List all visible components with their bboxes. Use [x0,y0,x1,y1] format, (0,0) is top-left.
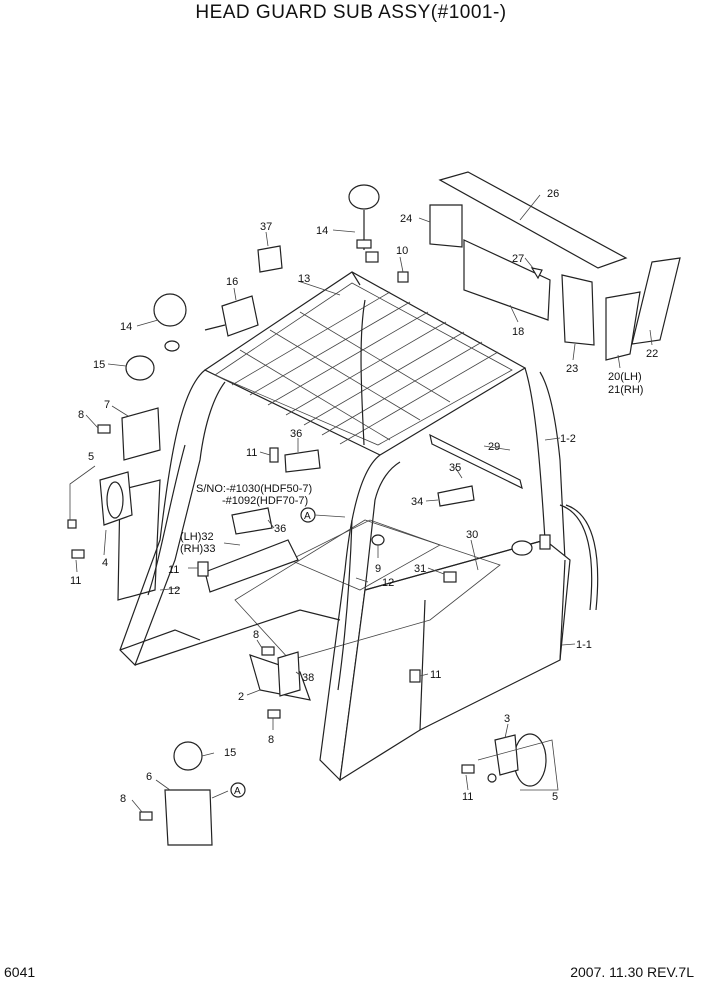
callout-38: 38 [302,672,314,684]
serial-note-line1: S/NO:-#1030(HDF50-7) [196,483,312,495]
callout-29: 29 [488,441,500,453]
parts-cluster-bottom [139,733,547,846]
callout-8-bottom: 8 [120,793,126,805]
reference-marker-a: A [300,507,346,523]
callout-27: 27 [512,253,524,265]
callout-14-top: 14 [316,225,328,237]
callout-20: 20(LH) [608,371,642,383]
revision-date: 2007. 11.30 REV.7L [570,964,694,980]
callout-11-left: 11 [70,575,81,587]
serial-note-line2: -#1092(HDF70-7) [222,495,308,507]
callout-2: 2 [238,691,244,703]
callout-7: 7 [104,399,110,411]
svg-text:A: A [234,786,241,797]
callout-3: 3 [504,713,510,725]
callout-18: 18 [512,326,524,338]
callout-11-right: 11 [430,669,441,681]
callout-11-mid: 11 [246,447,257,459]
head-guard-frame [117,271,599,782]
callout-22: 22 [646,348,658,360]
callout-21: 21(RH) [608,384,643,396]
callout-labels: 26 24 27 18 23 22 20(LH) 21(RH) 14 10 37… [70,188,658,805]
callout-32: (LH)32 [180,531,214,543]
callout-24: 24 [400,213,412,225]
callout-26: 26 [547,188,559,200]
callout-9: 9 [375,563,381,575]
callout-30: 30 [466,529,478,541]
leader-lines [69,194,653,813]
callout-8-left: 8 [78,409,84,421]
callout-11-floor: 11 [168,564,179,576]
callout-15-bottom: 15 [224,747,236,759]
callout-15-left: 15 [93,359,105,371]
callout-36-mid: 36 [274,523,286,535]
callout-12-right: 12 [382,577,394,589]
callout-37: 37 [260,221,272,233]
callout-4: 4 [102,557,108,569]
callout-36-top: 36 [290,428,302,440]
parts-cluster-left [67,293,187,559]
callout-1-1: 1-1 [576,639,592,651]
parts-cluster-top-right [204,171,681,361]
callout-33: (RH)33 [180,543,215,555]
reference-marker-a-bottom: A [230,782,246,798]
callout-35: 35 [449,462,461,474]
callout-8-lower: 8 [268,734,274,746]
callout-5-left: 5 [88,451,94,463]
page-number: 6041 [4,964,36,980]
callout-11-bottom: 11 [462,791,473,803]
parts-cluster-middle [197,447,475,719]
callout-1-2: 1-2 [560,433,576,445]
svg-text:A: A [304,511,311,522]
callout-31: 31 [414,563,426,575]
callout-5-right: 5 [552,791,558,803]
callout-16: 16 [226,276,238,288]
callout-13: 13 [298,273,310,285]
page-title: HEAD GUARD SUB ASSY(#1001-) [195,2,507,23]
callout-8-mid: 8 [253,629,259,641]
callout-12-left: 12 [168,585,180,597]
callout-10: 10 [396,245,408,257]
callout-6: 6 [146,771,152,783]
callout-23: 23 [566,363,578,375]
callout-14-left: 14 [120,321,132,333]
callout-34: 34 [411,496,423,508]
